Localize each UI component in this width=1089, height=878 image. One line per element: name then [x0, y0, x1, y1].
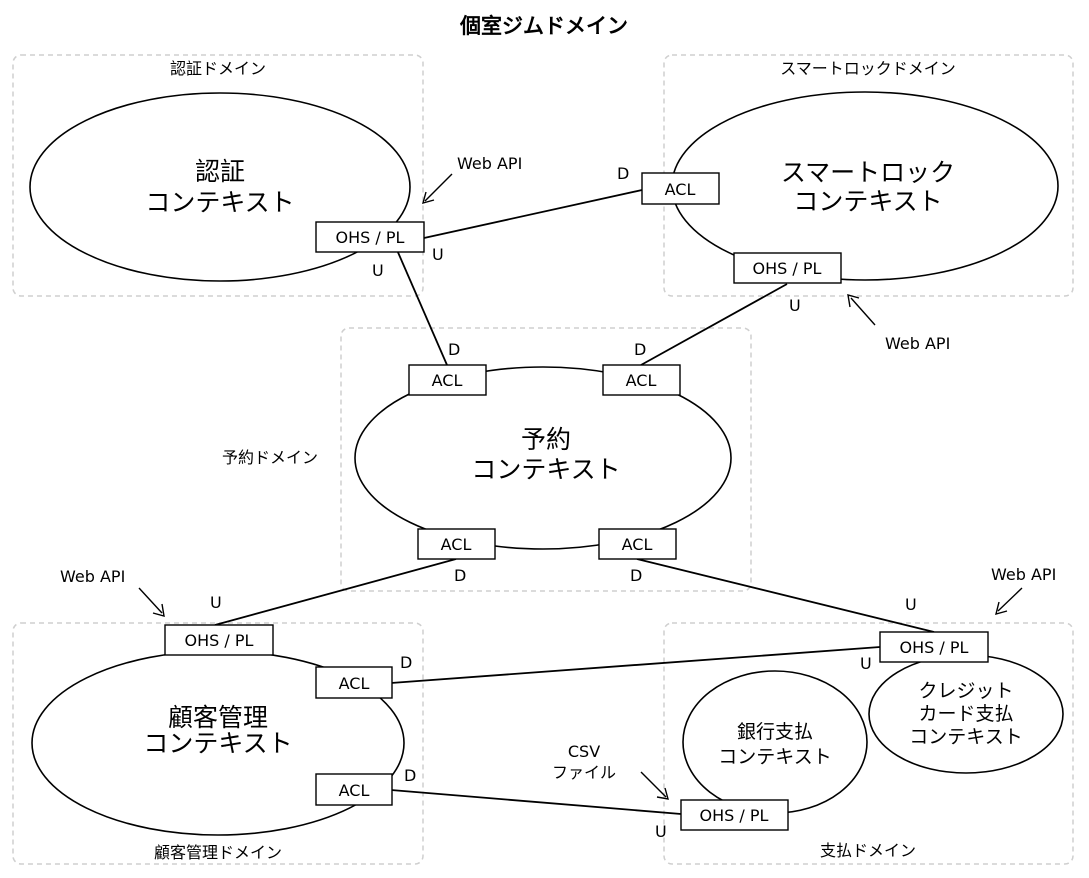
bank-ohs-pl-label: OHS / PL	[700, 806, 769, 825]
bank-ohs-pl-box: OHS / PL	[680, 799, 789, 831]
reservation-context-name-2: コンテキスト	[471, 455, 620, 484]
upstream-marker: U	[210, 593, 222, 612]
reservation-acl-box-top-right: ACL	[602, 364, 681, 396]
arrow-icon	[138, 587, 165, 617]
downstream-marker: D	[400, 653, 412, 672]
customer-domain-boundary	[12, 622, 424, 865]
reservation-context	[354, 366, 732, 550]
auth-domain-label: 認証ドメイン	[170, 59, 266, 78]
downstream-marker: D	[404, 766, 416, 785]
reservation-acl-label-bottom-left: ACL	[441, 535, 472, 554]
link-customer-bank	[390, 789, 682, 815]
reservation-acl-box-bottom-left: ACL	[417, 528, 496, 560]
smartlock-context-name: スマートロック	[781, 158, 955, 187]
smartlock-context-name-2: コンテキスト	[793, 187, 942, 216]
csv-file-note: CSV	[568, 742, 600, 761]
upstream-marker: U	[860, 654, 872, 673]
auth-ohs-pl-label: OHS / PL	[336, 228, 405, 247]
csv-file-note-2: ファイル	[552, 763, 616, 782]
diagram-title: 個室ジムドメイン	[459, 14, 628, 38]
customer-acl-box-top: ACL	[315, 666, 393, 699]
link-customer-credit	[390, 646, 881, 684]
reservation-domain-label: 予約ドメイン	[222, 448, 318, 467]
downstream-marker: D	[454, 566, 466, 585]
credit-context-name: クレジット	[918, 680, 1013, 702]
web-api-note-customer: Web API	[60, 567, 125, 586]
downstream-marker: D	[617, 164, 629, 183]
bank-context-name: 銀行支払	[737, 721, 813, 743]
link-auth-reservation	[396, 249, 448, 366]
customer-acl-label-bottom: ACL	[339, 781, 370, 800]
arrow-icon	[847, 294, 876, 326]
smartlock-ohs-pl-label: OHS / PL	[753, 259, 822, 278]
payment-domain-label: 支払ドメイン	[820, 841, 916, 860]
link-smartlock-reservation	[640, 283, 788, 366]
payment-domain-boundary	[663, 622, 1074, 865]
customer-acl-label-top: ACL	[339, 674, 370, 693]
auth-ohs-pl-box: OHS / PL	[315, 221, 425, 253]
link-auth-smartlock	[423, 189, 643, 239]
customer-ohs-pl-box: OHS / PL	[164, 624, 274, 656]
auth-context	[29, 92, 411, 282]
link-reservation-customer	[214, 558, 457, 626]
customer-ohs-pl-label: OHS / PL	[185, 631, 254, 650]
customer-context-name: 顧客管理	[168, 703, 268, 732]
upstream-marker: U	[789, 296, 801, 315]
reservation-acl-box-top-left: ACL	[408, 364, 487, 396]
downstream-marker: D	[448, 340, 460, 359]
auth-context-name-2: コンテキスト	[145, 188, 294, 217]
reservation-acl-label-top-right: ACL	[626, 371, 657, 390]
reservation-context-name: 予約	[521, 425, 571, 454]
credit-ohs-pl-box: OHS / PL	[879, 631, 989, 663]
auth-context-name: 認証	[195, 157, 245, 186]
upstream-marker: U	[655, 822, 667, 841]
auth-domain-boundary	[12, 54, 424, 297]
upstream-marker: U	[372, 261, 384, 280]
web-api-note-smartlock: Web API	[885, 334, 950, 353]
credit-context-name-2: カード支払	[918, 703, 1013, 725]
arrow-icon	[422, 173, 453, 204]
upstream-marker: U	[905, 595, 917, 614]
downstream-marker: D	[634, 340, 646, 359]
bank-context-name-2: コンテキスト	[718, 746, 831, 768]
credit-ohs-pl-label: OHS / PL	[900, 638, 969, 657]
smartlock-domain-boundary	[663, 54, 1074, 297]
web-api-note-credit: Web API	[991, 565, 1056, 584]
link-reservation-credit	[636, 558, 935, 633]
arrow-icon	[640, 771, 669, 800]
arrow-icon	[995, 587, 1023, 615]
reservation-acl-label-top-left: ACL	[432, 371, 463, 390]
reservation-acl-label-bottom-right: ACL	[622, 535, 653, 554]
upstream-marker: U	[432, 245, 444, 264]
smartlock-domain-label: スマートロックドメイン	[780, 59, 956, 78]
downstream-marker: D	[630, 566, 642, 585]
smartlock-ohs-pl-box: OHS / PL	[733, 252, 842, 284]
smartlock-acl-box: ACL	[641, 172, 720, 205]
reservation-acl-box-bottom-right: ACL	[598, 528, 677, 560]
customer-domain-label: 顧客管理ドメイン	[154, 843, 282, 862]
customer-context-name-2: コンテキスト	[143, 729, 292, 758]
web-api-note-auth: Web API	[457, 154, 522, 173]
credit-context-name-3: コンテキスト	[909, 726, 1022, 748]
smartlock-acl-label: ACL	[665, 180, 696, 199]
customer-acl-box-bottom: ACL	[315, 773, 393, 806]
